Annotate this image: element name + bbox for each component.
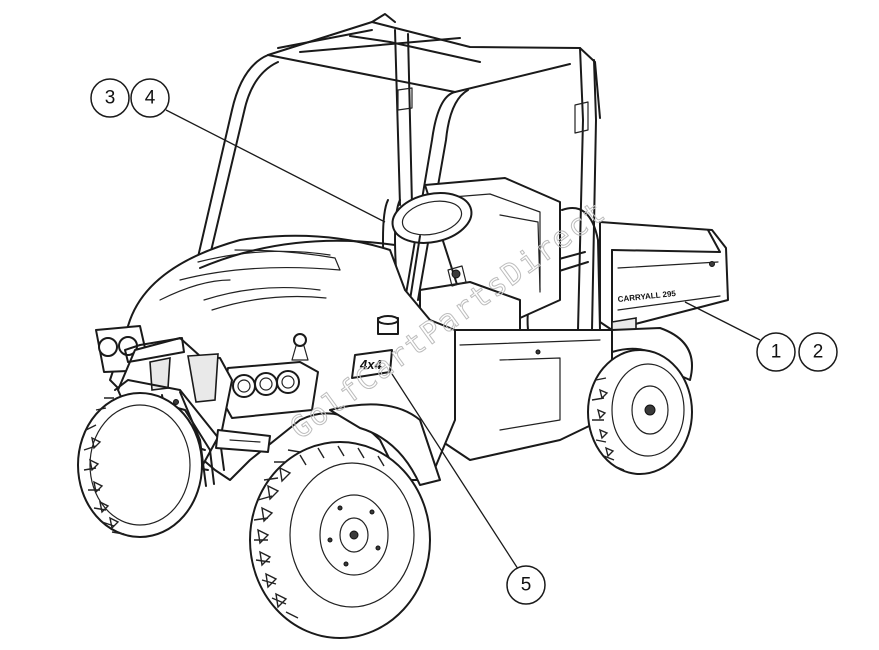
wheel-front-right	[249, 441, 431, 639]
svg-text:1: 1	[771, 342, 782, 363]
cab-interior	[391, 177, 561, 339]
wheel-rear-right	[587, 349, 693, 475]
leader-callout-1-2	[684, 301, 761, 341]
svg-text:4x4: 4x4	[359, 357, 382, 372]
wheel-front-left	[77, 392, 203, 538]
callout-4: 4	[130, 78, 170, 118]
cargo-bed: CARRYALL 295	[599, 221, 729, 341]
svg-text:3: 3	[105, 88, 116, 109]
svg-text:4: 4	[145, 88, 156, 109]
svg-text:5: 5	[521, 575, 532, 596]
svg-text:2: 2	[813, 342, 824, 363]
callout-1: 1	[756, 332, 796, 372]
callout-5: 5	[506, 565, 546, 605]
leader-lines	[165, 109, 761, 573]
callout-2: 2	[798, 332, 838, 372]
callout-3: 3	[90, 78, 130, 118]
hood-badge: 4x4	[351, 349, 393, 379]
leader-callout-5	[391, 373, 521, 573]
leader-callout-3-4	[165, 109, 386, 223]
